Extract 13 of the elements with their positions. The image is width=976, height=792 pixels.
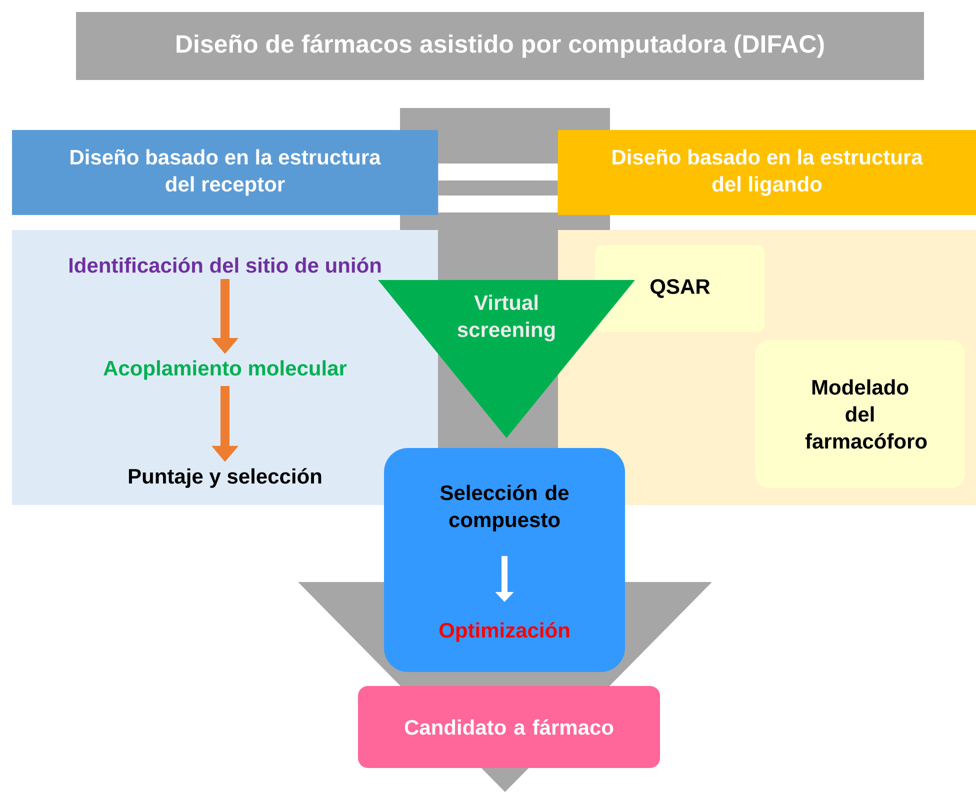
panel <box>12 230 438 505</box>
screening-triangle: Virtual screening <box>378 280 635 438</box>
result-box: Candidato a fármaco <box>358 686 660 768</box>
title-banner: Diseño de fármacos asistido por computadora (DIFAC) <box>76 12 924 80</box>
step-label: Identificación del sitio de unión <box>70 257 381 273</box>
header-box: Diseño basado en la estructura del ligando <box>558 130 976 215</box>
method-box: QSAR <box>595 245 766 332</box>
header-box: Diseño basado en la estructura del receptor <box>12 130 438 215</box>
process-box: Selección de compuesto Optimización <box>384 448 625 672</box>
step-label: Acoplamiento molecular <box>104 360 347 380</box>
connector-bars <box>438 164 558 212</box>
method-box: Modelado del farmacóforo <box>755 340 966 488</box>
step-label: Puntaje y selección <box>128 468 322 488</box>
